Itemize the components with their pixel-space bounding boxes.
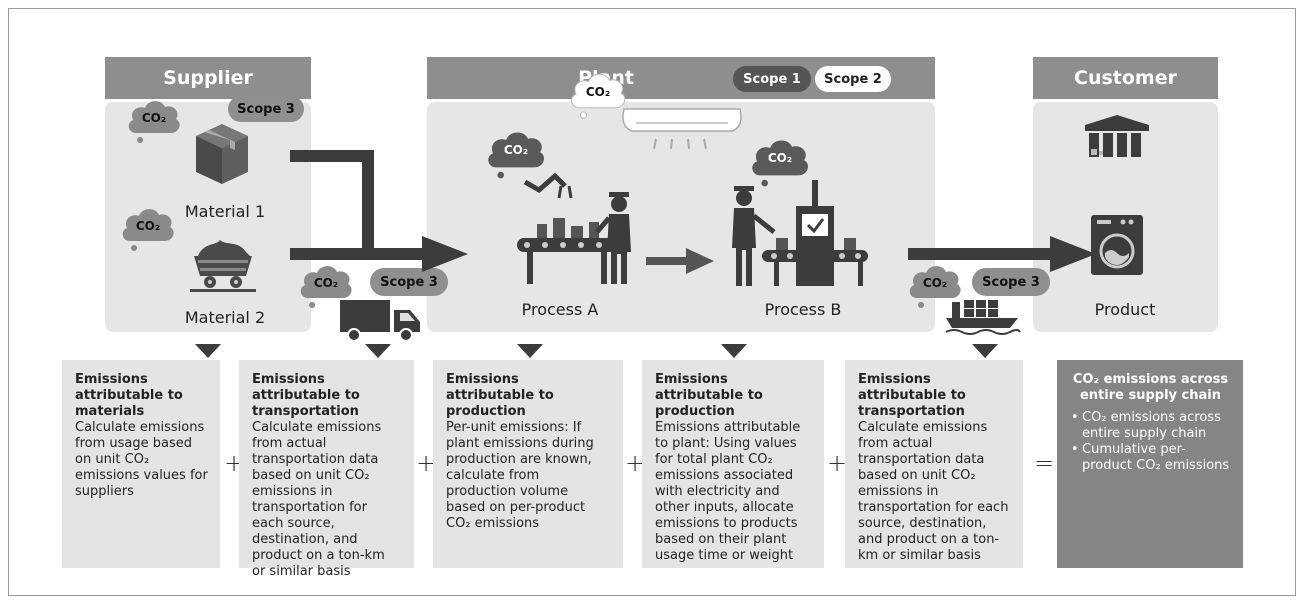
box-title: CO₂ emissions across entire supply chain <box>1072 372 1229 403</box>
result-bullet: Cumulative per-product CO₂ emissions <box>1071 442 1231 474</box>
box-body: Calculate emissions from actual transpor… <box>252 420 385 579</box>
box-icon <box>196 124 248 184</box>
co2-cloud-plant: CO₂ <box>568 70 628 119</box>
plus-operator: + <box>625 449 646 477</box>
scope3-truck-pill: Scope 3 <box>370 268 448 296</box>
process-a-caption: Process A <box>521 300 599 319</box>
co2-cloud-material2: CO₂ <box>120 205 176 251</box>
production-emissions-box-2: Emissions attributable to production Emi… <box>642 360 824 568</box>
equals-operator: = <box>1034 449 1055 477</box>
air-conditioner-icon <box>622 108 742 150</box>
truck-down-arrow <box>365 344 391 358</box>
material1-flow-arrow <box>290 150 374 254</box>
box-body: Calculate emissions from usage based on … <box>75 420 208 499</box>
ship-icon <box>945 300 1021 335</box>
material1-caption: Material 1 <box>184 202 266 221</box>
coal-cart-icon <box>190 240 256 292</box>
process-a-icon <box>517 172 631 284</box>
box-body: Emissions attributable to plant: Using v… <box>655 420 801 563</box>
customer-header: Customer <box>1033 57 1218 99</box>
supplier-header: Supplier <box>105 57 311 99</box>
truck-icon <box>340 300 420 342</box>
co2-cloud-process-a: CO₂ <box>484 128 548 179</box>
co2-cloud-process-b: CO₂ <box>748 136 812 187</box>
plant-to-customer-arrow <box>908 236 1096 272</box>
product-caption: Product <box>1094 300 1156 319</box>
scope3-supplier-pill: Scope 3 <box>228 96 304 122</box>
transport-emissions-box-2: Emissions attributable to transportation… <box>845 360 1023 568</box>
process-b-icon <box>732 180 868 286</box>
process-a-down-arrow <box>517 344 543 358</box>
ship-down-arrow <box>972 344 998 358</box>
washing-machine-icon <box>1091 215 1143 275</box>
scope1-pill: Scope 1 <box>733 66 811 92</box>
process-a-to-b-arrow <box>646 248 714 274</box>
materials-emissions-box: Emissions attributable to materials Calc… <box>62 360 220 568</box>
co2-cloud-ship: CO₂ <box>906 262 964 308</box>
supplier-to-plant-arrow <box>290 236 468 272</box>
diagram-frame <box>8 8 1296 596</box>
supply-chain-total-box: CO₂ emissions across entire supply chain… <box>1057 360 1243 568</box>
supplier-down-arrow <box>195 344 221 358</box>
result-bullet: CO₂ emissions across entire supply chain <box>1071 410 1231 442</box>
plus-operator: + <box>827 449 848 477</box>
box-title: Emissions attributable to materials <box>75 372 183 419</box>
transport-emissions-box-1: Emissions attributable to transportation… <box>239 360 414 579</box>
production-emissions-box-1: Emissions attributable to production Per… <box>433 360 623 568</box>
box-title: Emissions attributable to production <box>446 372 554 419</box>
box-body: Per-unit emissions: If plant emissions d… <box>446 420 594 531</box>
box-title: Emissions attributable to transportation <box>858 372 966 419</box>
plus-operator: + <box>416 449 437 477</box>
box-title: Emissions attributable to transportation <box>252 372 360 419</box>
scope2-pill: Scope 2 <box>815 66 891 92</box>
scope3-ship-pill: Scope 3 <box>972 268 1050 296</box>
co2-cloud-material1: CO₂ <box>126 97 182 143</box>
process-b-down-arrow <box>721 344 747 358</box>
material2-caption: Material 2 <box>184 308 266 327</box>
box-body: Calculate emissions from actual transpor… <box>858 420 1009 563</box>
co2-cloud-truck: CO₂ <box>297 262 355 308</box>
result-bullet-list: CO₂ emissions across entire supply chain… <box>1070 410 1231 474</box>
process-b-caption: Process B <box>764 300 842 319</box>
warehouse-icon <box>1085 115 1149 157</box>
box-title: Emissions attributable to production <box>655 372 763 419</box>
